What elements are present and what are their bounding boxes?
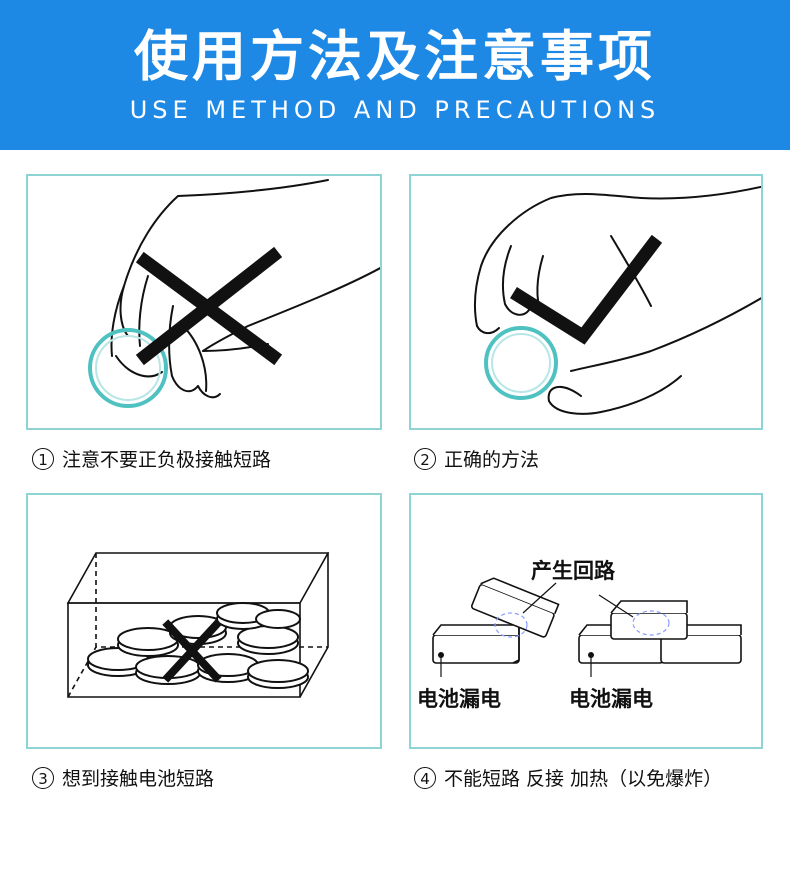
label-leak-right: 电池漏电 — [569, 687, 653, 711]
caption-1: 1 注意不要正负极接触短路 — [32, 447, 271, 473]
caption-3: 3 想到接触电池短路 — [32, 766, 214, 792]
box-of-batteries-illustration — [66, 552, 330, 698]
wrong-x-icon — [135, 246, 283, 366]
panel-wrong-grip — [26, 174, 382, 430]
step-number-3: 3 — [32, 766, 54, 789]
panel-loose-batteries — [26, 493, 382, 749]
page-subtitle: USE METHOD AND PRECAUTIONS — [129, 96, 661, 124]
step-number-1: 1 — [32, 447, 54, 470]
caption-3-text: 想到接触电池短路 — [62, 768, 215, 790]
battery-icon — [88, 328, 168, 408]
caption-2-text: 正确的方法 — [444, 449, 540, 471]
page-title: 使用方法及注意事项 — [134, 25, 656, 88]
caption-1-text: 注意不要正负极接触短路 — [62, 449, 272, 471]
caption-4-text: 不能短路 反接 加热（以免爆炸） — [444, 768, 723, 790]
check-mark-icon — [510, 234, 663, 345]
step-number-2: 2 — [414, 447, 436, 470]
panel-short-circuit: 产生回路 电池漏电 电池漏电 — [409, 493, 763, 749]
step-number-4: 4 — [414, 766, 436, 789]
caption-4: 4 不能短路 反接 加热（以免爆炸） — [414, 766, 722, 792]
header-banner: 使用方法及注意事项 USE METHOD AND PRECAUTIONS — [0, 0, 790, 150]
hand-pinch-correct-illustration — [473, 185, 761, 415]
wrong-x-icon — [162, 619, 222, 683]
battery-icon — [484, 326, 558, 400]
hand-pinch-wrong-illustration — [88, 179, 380, 408]
short-circuit-illustration — [432, 577, 742, 677]
label-leak-left: 电池漏电 — [417, 687, 501, 711]
caption-2: 2 正确的方法 — [414, 447, 539, 473]
panel-correct-grip — [409, 174, 763, 430]
label-loop: 产生回路 — [531, 559, 615, 583]
